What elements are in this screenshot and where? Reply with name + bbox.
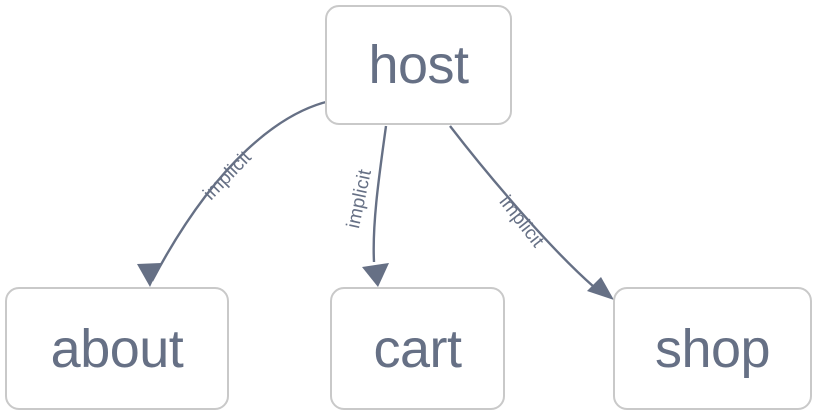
arrowhead-icon-cart xyxy=(362,263,389,287)
node-shop[interactable]: shop xyxy=(613,287,812,410)
node-host[interactable]: host xyxy=(325,5,512,125)
node-shop-label: shop xyxy=(654,318,771,379)
edge-host-shop: implicit xyxy=(449,125,614,300)
arrowhead-icon-shop xyxy=(587,277,614,300)
edge-host-cart-line xyxy=(372,125,388,263)
node-host-label: host xyxy=(368,35,469,95)
edge-host-about: implicit xyxy=(137,99,331,287)
node-cart[interactable]: cart xyxy=(330,287,505,410)
node-cart-label: cart xyxy=(373,318,462,379)
edge-label-host-cart: implicit xyxy=(343,167,376,230)
node-about-label: about xyxy=(50,318,184,379)
edge-host-cart: implicit xyxy=(343,125,389,287)
arrowhead-icon-about xyxy=(137,263,161,287)
edge-label-host-shop: implicit xyxy=(495,192,549,252)
edge-host-shop-line xyxy=(449,125,595,288)
node-about[interactable]: about xyxy=(5,287,229,410)
edge-host-about-line xyxy=(150,99,331,282)
edge-label-host-about: implicit xyxy=(199,147,256,205)
